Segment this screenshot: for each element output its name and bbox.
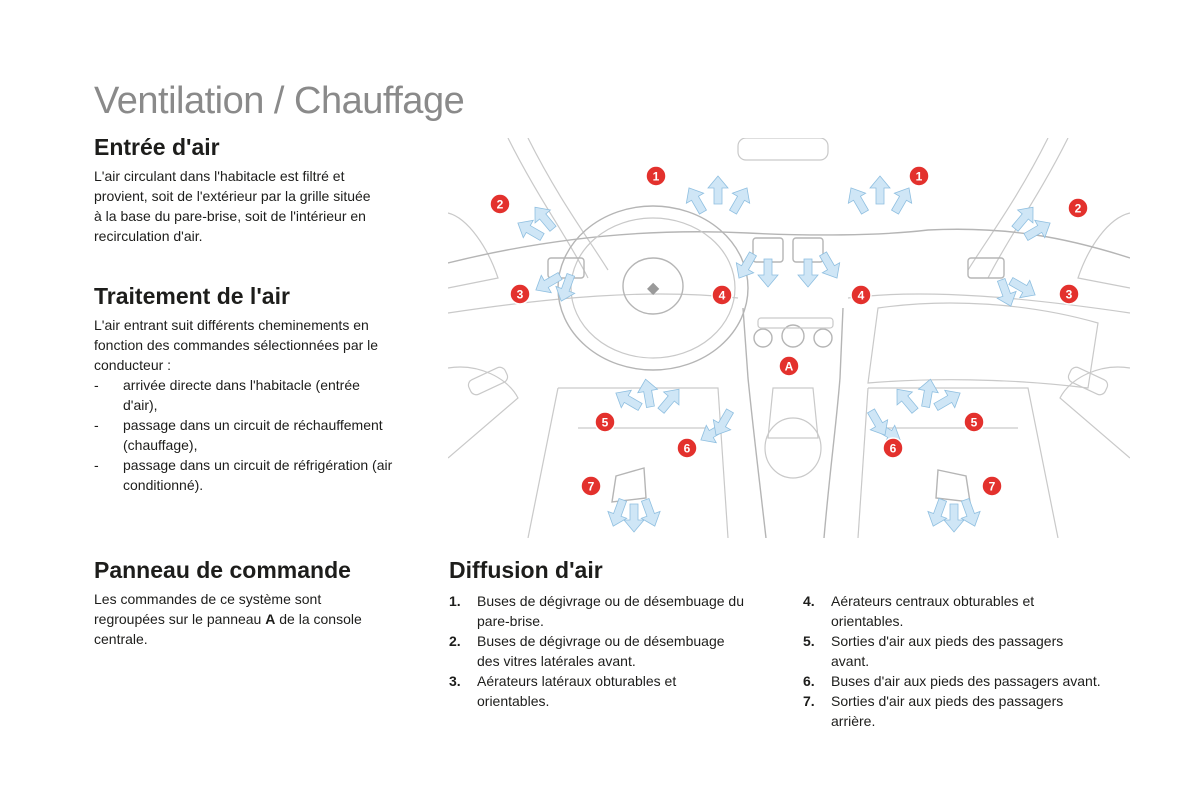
traitement-intro-line: fonction des commandes sélectionnées par… xyxy=(94,337,379,353)
item-line: orientables. xyxy=(477,693,550,709)
traitement-paragraph: L'air entrant suit différents cheminemen… xyxy=(94,315,434,495)
item-line: avant. xyxy=(831,653,870,669)
item-number: 4. xyxy=(803,593,815,609)
bullet-line: passage dans un circuit de réfrigération… xyxy=(123,457,393,473)
item-line: Sorties d'air aux pieds des passagers xyxy=(831,633,1064,649)
item-line: arrière. xyxy=(831,713,876,729)
panneau-line: centrale. xyxy=(94,631,148,647)
diffusion-heading: Diffusion d'air xyxy=(449,557,603,583)
panneau-line: Les commandes de ce système sont xyxy=(94,591,322,607)
diffusion-item: 2. Buses de dégivrage ou de désembuage d… xyxy=(449,631,789,671)
traitement-intro-line: conducteur : xyxy=(94,357,172,373)
diffusion-item: 3. Aérateurs latéraux obturables et orie… xyxy=(449,671,789,711)
bullet-line: d'air), xyxy=(123,397,158,413)
item-number: 7. xyxy=(803,693,815,709)
entree-line: provient, soit de l'extérieur par la gri… xyxy=(94,188,371,204)
car-interior-drawing: ◆ xyxy=(448,138,1130,538)
svg-text:5: 5 xyxy=(971,416,978,430)
badge-3-right: 3 xyxy=(1058,283,1080,305)
badge-6-right: 6 xyxy=(882,437,904,459)
badge-5-right: 5 xyxy=(963,411,985,433)
svg-text:2: 2 xyxy=(1075,202,1082,216)
traitement-bullet: - arrivée directe dans l'habitacle (entr… xyxy=(94,375,434,415)
entree-line: à la base du pare-brise, soit de l'intér… xyxy=(94,208,366,224)
badge-7-right: 7 xyxy=(981,475,1003,497)
item-number: 6. xyxy=(803,673,815,689)
traitement-bullet: - passage dans un circuit de réchauffeme… xyxy=(94,415,434,455)
svg-text:6: 6 xyxy=(890,442,897,456)
svg-text:3: 3 xyxy=(1066,288,1073,302)
diffusion-list-right: 4. Aérateurs centraux obturables et orie… xyxy=(803,591,1143,731)
badge-2-left: 2 xyxy=(489,193,511,215)
panneau-text: regroupées sur le panneau xyxy=(94,611,266,627)
panneau-heading: Panneau de commande xyxy=(94,557,351,583)
traitement-intro-line: L'air entrant suit différents cheminemen… xyxy=(94,317,369,333)
badge-2-right: 2 xyxy=(1067,197,1089,219)
svg-text:2: 2 xyxy=(497,198,504,212)
bullet-line: passage dans un circuit de réchauffement xyxy=(123,417,383,433)
svg-text:1: 1 xyxy=(653,170,660,184)
item-number: 1. xyxy=(449,593,461,609)
item-line: Buses de dégivrage ou de désembuage du xyxy=(477,593,744,609)
badge-6-left: 6 xyxy=(676,437,698,459)
diffusion-item: 6. Buses d'air aux pieds des passagers a… xyxy=(803,671,1143,691)
badge-4-left: 4 xyxy=(711,284,733,306)
badge-3-left: 3 xyxy=(509,283,531,305)
bullet-dash: - xyxy=(94,377,99,393)
badge-1-right: 1 xyxy=(908,165,930,187)
item-line: pare-brise. xyxy=(477,613,544,629)
entree-line: recirculation d'air. xyxy=(94,228,203,244)
bullet-line: arrivée directe dans l'habitacle (entrée xyxy=(123,377,360,393)
entree-line: L'air circulant dans l'habitacle est fil… xyxy=(94,168,345,184)
traitement-bullet-list: - arrivée directe dans l'habitacle (entr… xyxy=(94,375,434,495)
item-line: Aérateurs latéraux obturables et xyxy=(477,673,677,689)
panneau-text: de la console xyxy=(275,611,362,627)
bullet-line: (chauffage), xyxy=(123,437,198,453)
bullet-dash: - xyxy=(94,457,99,473)
diffusion-item: 1. Buses de dégivrage ou de désembuage d… xyxy=(449,591,789,631)
panneau-line: regroupées sur le panneau A de la consol… xyxy=(94,609,414,629)
badge-4-right: 4 xyxy=(850,284,872,306)
diagram-badges: 1 1 2 2 3 3 4 4 A 5 5 6 6 7 7 xyxy=(489,165,1089,497)
item-line: orientables. xyxy=(831,613,904,629)
svg-text:◆: ◆ xyxy=(647,278,660,297)
diffusion-item: 5. Sorties d'air aux pieds des passagers… xyxy=(803,631,1143,671)
ventilation-diagram: ◆ xyxy=(448,138,1130,538)
diffusion-item: 7. Sorties d'air aux pieds des passagers… xyxy=(803,691,1143,731)
panneau-paragraph: Les commandes de ce système sont regroup… xyxy=(94,589,414,649)
page-title: Ventilation / Chauffage xyxy=(94,80,465,122)
svg-text:4: 4 xyxy=(719,289,726,303)
badge-a: A xyxy=(778,355,800,377)
svg-text:7: 7 xyxy=(588,480,595,494)
bullet-line: conditionné). xyxy=(123,477,204,493)
item-line: Sorties d'air aux pieds des passagers xyxy=(831,693,1064,709)
svg-text:5: 5 xyxy=(602,416,609,430)
badge-5-left: 5 xyxy=(594,411,616,433)
item-line: Buses de dégivrage ou de désembuage xyxy=(477,633,725,649)
item-line: des vitres latérales avant. xyxy=(477,653,636,669)
entree-heading: Entrée d'air xyxy=(94,134,220,160)
entree-paragraph: L'air circulant dans l'habitacle est fil… xyxy=(94,166,424,246)
svg-text:1: 1 xyxy=(916,170,923,184)
item-line: Buses d'air aux pieds des passagers avan… xyxy=(831,673,1101,689)
traitement-bullet: - passage dans un circuit de réfrigérati… xyxy=(94,455,434,495)
panneau-bold-a: A xyxy=(265,611,276,627)
svg-text:3: 3 xyxy=(517,288,524,302)
item-number: 2. xyxy=(449,633,461,649)
diffusion-item: 4. Aérateurs centraux obturables et orie… xyxy=(803,591,1143,631)
diffusion-list-left: 1. Buses de dégivrage ou de désembuage d… xyxy=(449,591,789,711)
item-number: 3. xyxy=(449,673,461,689)
svg-text:7: 7 xyxy=(989,480,996,494)
item-line: Aérateurs centraux obturables et xyxy=(831,593,1035,609)
badge-1-left: 1 xyxy=(645,165,667,187)
svg-text:4: 4 xyxy=(858,289,865,303)
svg-text:6: 6 xyxy=(684,442,691,456)
item-number: 5. xyxy=(803,633,815,649)
svg-text:A: A xyxy=(785,360,794,374)
traitement-heading: Traitement de l'air xyxy=(94,283,290,309)
badge-7-left: 7 xyxy=(580,475,602,497)
bullet-dash: - xyxy=(94,417,99,433)
